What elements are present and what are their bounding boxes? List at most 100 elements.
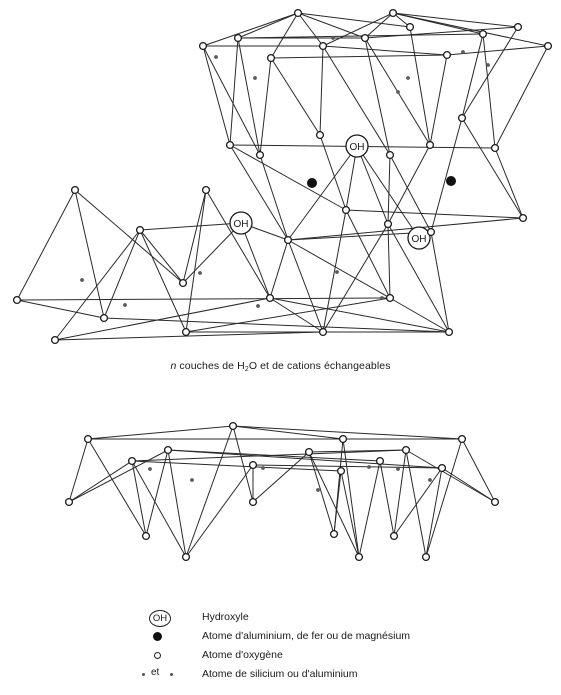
oxygen-atom xyxy=(545,43,552,50)
hydroxyl-label: OH xyxy=(350,142,365,153)
oxygen-atom xyxy=(385,221,392,228)
bond-line xyxy=(426,439,462,557)
oxygen-atom xyxy=(343,207,350,214)
oxygen-atom xyxy=(459,436,466,443)
oxygen-atom xyxy=(377,458,384,465)
legend-and-word: et xyxy=(151,667,159,678)
legend-hydroxyl-label: Hydroxyle xyxy=(202,611,249,623)
oxygen-atom xyxy=(317,132,324,139)
oxygen-atom xyxy=(403,447,410,454)
oxygen-atom xyxy=(387,295,394,302)
oxygen-atom xyxy=(492,145,499,152)
legend-row-silicon: et Atome de silicium ou d'aluminium xyxy=(140,666,560,685)
oxygen-atom xyxy=(362,35,369,42)
oxygen-atom xyxy=(203,187,210,194)
silicon-atom-legend-icon xyxy=(142,673,145,676)
bond-line xyxy=(495,148,523,218)
metal-atom xyxy=(446,176,456,186)
hydroxyl-label: OH xyxy=(412,234,427,245)
silicon-atom xyxy=(335,270,339,274)
bond-line xyxy=(271,55,447,58)
bond-line xyxy=(238,34,483,38)
interlayer-caption: n couches de H2O et de cations échangeab… xyxy=(0,360,561,373)
bond-line xyxy=(146,450,168,536)
bond-line xyxy=(365,27,518,38)
silicon-atom xyxy=(253,76,257,80)
silicon-atom xyxy=(256,304,260,308)
bond-line xyxy=(253,452,309,502)
oxygen-atom xyxy=(72,187,79,194)
silicon-atom xyxy=(316,488,320,492)
silicon-atom xyxy=(214,55,218,59)
oxygen-atom xyxy=(306,449,313,456)
bond-line xyxy=(288,240,323,332)
atomic-bonds xyxy=(17,13,548,557)
bond-line xyxy=(75,190,183,283)
bond-line xyxy=(393,13,548,46)
legend-row-hydroxyl: OH Hydroxyle xyxy=(140,609,560,628)
oxygen-atom xyxy=(14,297,21,304)
bond-line xyxy=(410,27,430,145)
legend-oxygen-label: Atome d'oxygène xyxy=(202,649,283,661)
bond-line xyxy=(88,426,233,439)
bond-line xyxy=(288,218,523,240)
oxygen-atom xyxy=(137,227,144,234)
bond-line xyxy=(140,223,241,230)
silicon-atom xyxy=(198,271,202,275)
bond-line xyxy=(270,240,288,298)
oxygen-atoms xyxy=(14,10,552,561)
metal-atom xyxy=(307,178,317,188)
bond-line xyxy=(365,13,393,38)
silicon-atom xyxy=(367,465,371,469)
bond-line xyxy=(388,155,390,224)
bond-line xyxy=(320,46,323,135)
oxygen-atom xyxy=(230,423,237,430)
bond-line xyxy=(388,224,390,298)
oxygen-atom xyxy=(356,554,363,561)
silicon-atoms xyxy=(80,36,490,492)
bond-line xyxy=(233,426,343,439)
oxygen-atom xyxy=(52,337,59,344)
bond-line xyxy=(203,13,298,46)
hydroxyl-group: OH xyxy=(408,227,430,249)
oxygen-atom xyxy=(85,436,92,443)
legend-row-metal: Atome d'aluminium, de fer ou de magnésiu… xyxy=(140,628,560,647)
oxygen-atom xyxy=(338,468,345,475)
oxygen-atom xyxy=(492,499,499,506)
bond-line xyxy=(104,230,140,318)
silicon-atom xyxy=(261,466,265,470)
oxygen-atom xyxy=(235,35,242,42)
silicon-atom xyxy=(396,90,400,94)
oxygen-atom xyxy=(340,436,347,443)
bond-line xyxy=(288,146,357,240)
legend-row-oxygen: Atome d'oxygène xyxy=(140,647,560,666)
oxygen-atom xyxy=(227,142,234,149)
silicon-atom xyxy=(148,467,152,471)
bond-line xyxy=(69,450,168,502)
bond-line xyxy=(462,118,523,218)
bond-line xyxy=(17,190,75,300)
oxygen-atom xyxy=(268,55,275,62)
bond-line xyxy=(203,46,260,155)
oxygen-atom xyxy=(390,10,397,17)
oxygen-atom xyxy=(183,329,190,336)
bond-line xyxy=(55,230,140,340)
caption-text-after: O et de cations échangeables xyxy=(249,360,391,372)
silicon-atom xyxy=(80,278,84,282)
bond-line xyxy=(323,46,447,55)
oxygen-atom xyxy=(250,499,257,506)
bond-line xyxy=(346,210,523,218)
legend: OH Hydroxyle Atome d'aluminium, de fer o… xyxy=(140,609,560,685)
silicon-atom xyxy=(428,478,432,482)
silicon-atom xyxy=(406,76,410,80)
oxygen-atom xyxy=(387,152,394,159)
bond-line xyxy=(230,145,346,210)
bond-line xyxy=(323,13,393,46)
oxygen-atom xyxy=(295,10,302,17)
bond-line xyxy=(260,155,288,240)
oxygen-atom xyxy=(480,31,487,38)
oxygen-atom xyxy=(101,315,108,322)
oxygen-atom xyxy=(165,447,172,454)
bond-line xyxy=(394,450,406,536)
